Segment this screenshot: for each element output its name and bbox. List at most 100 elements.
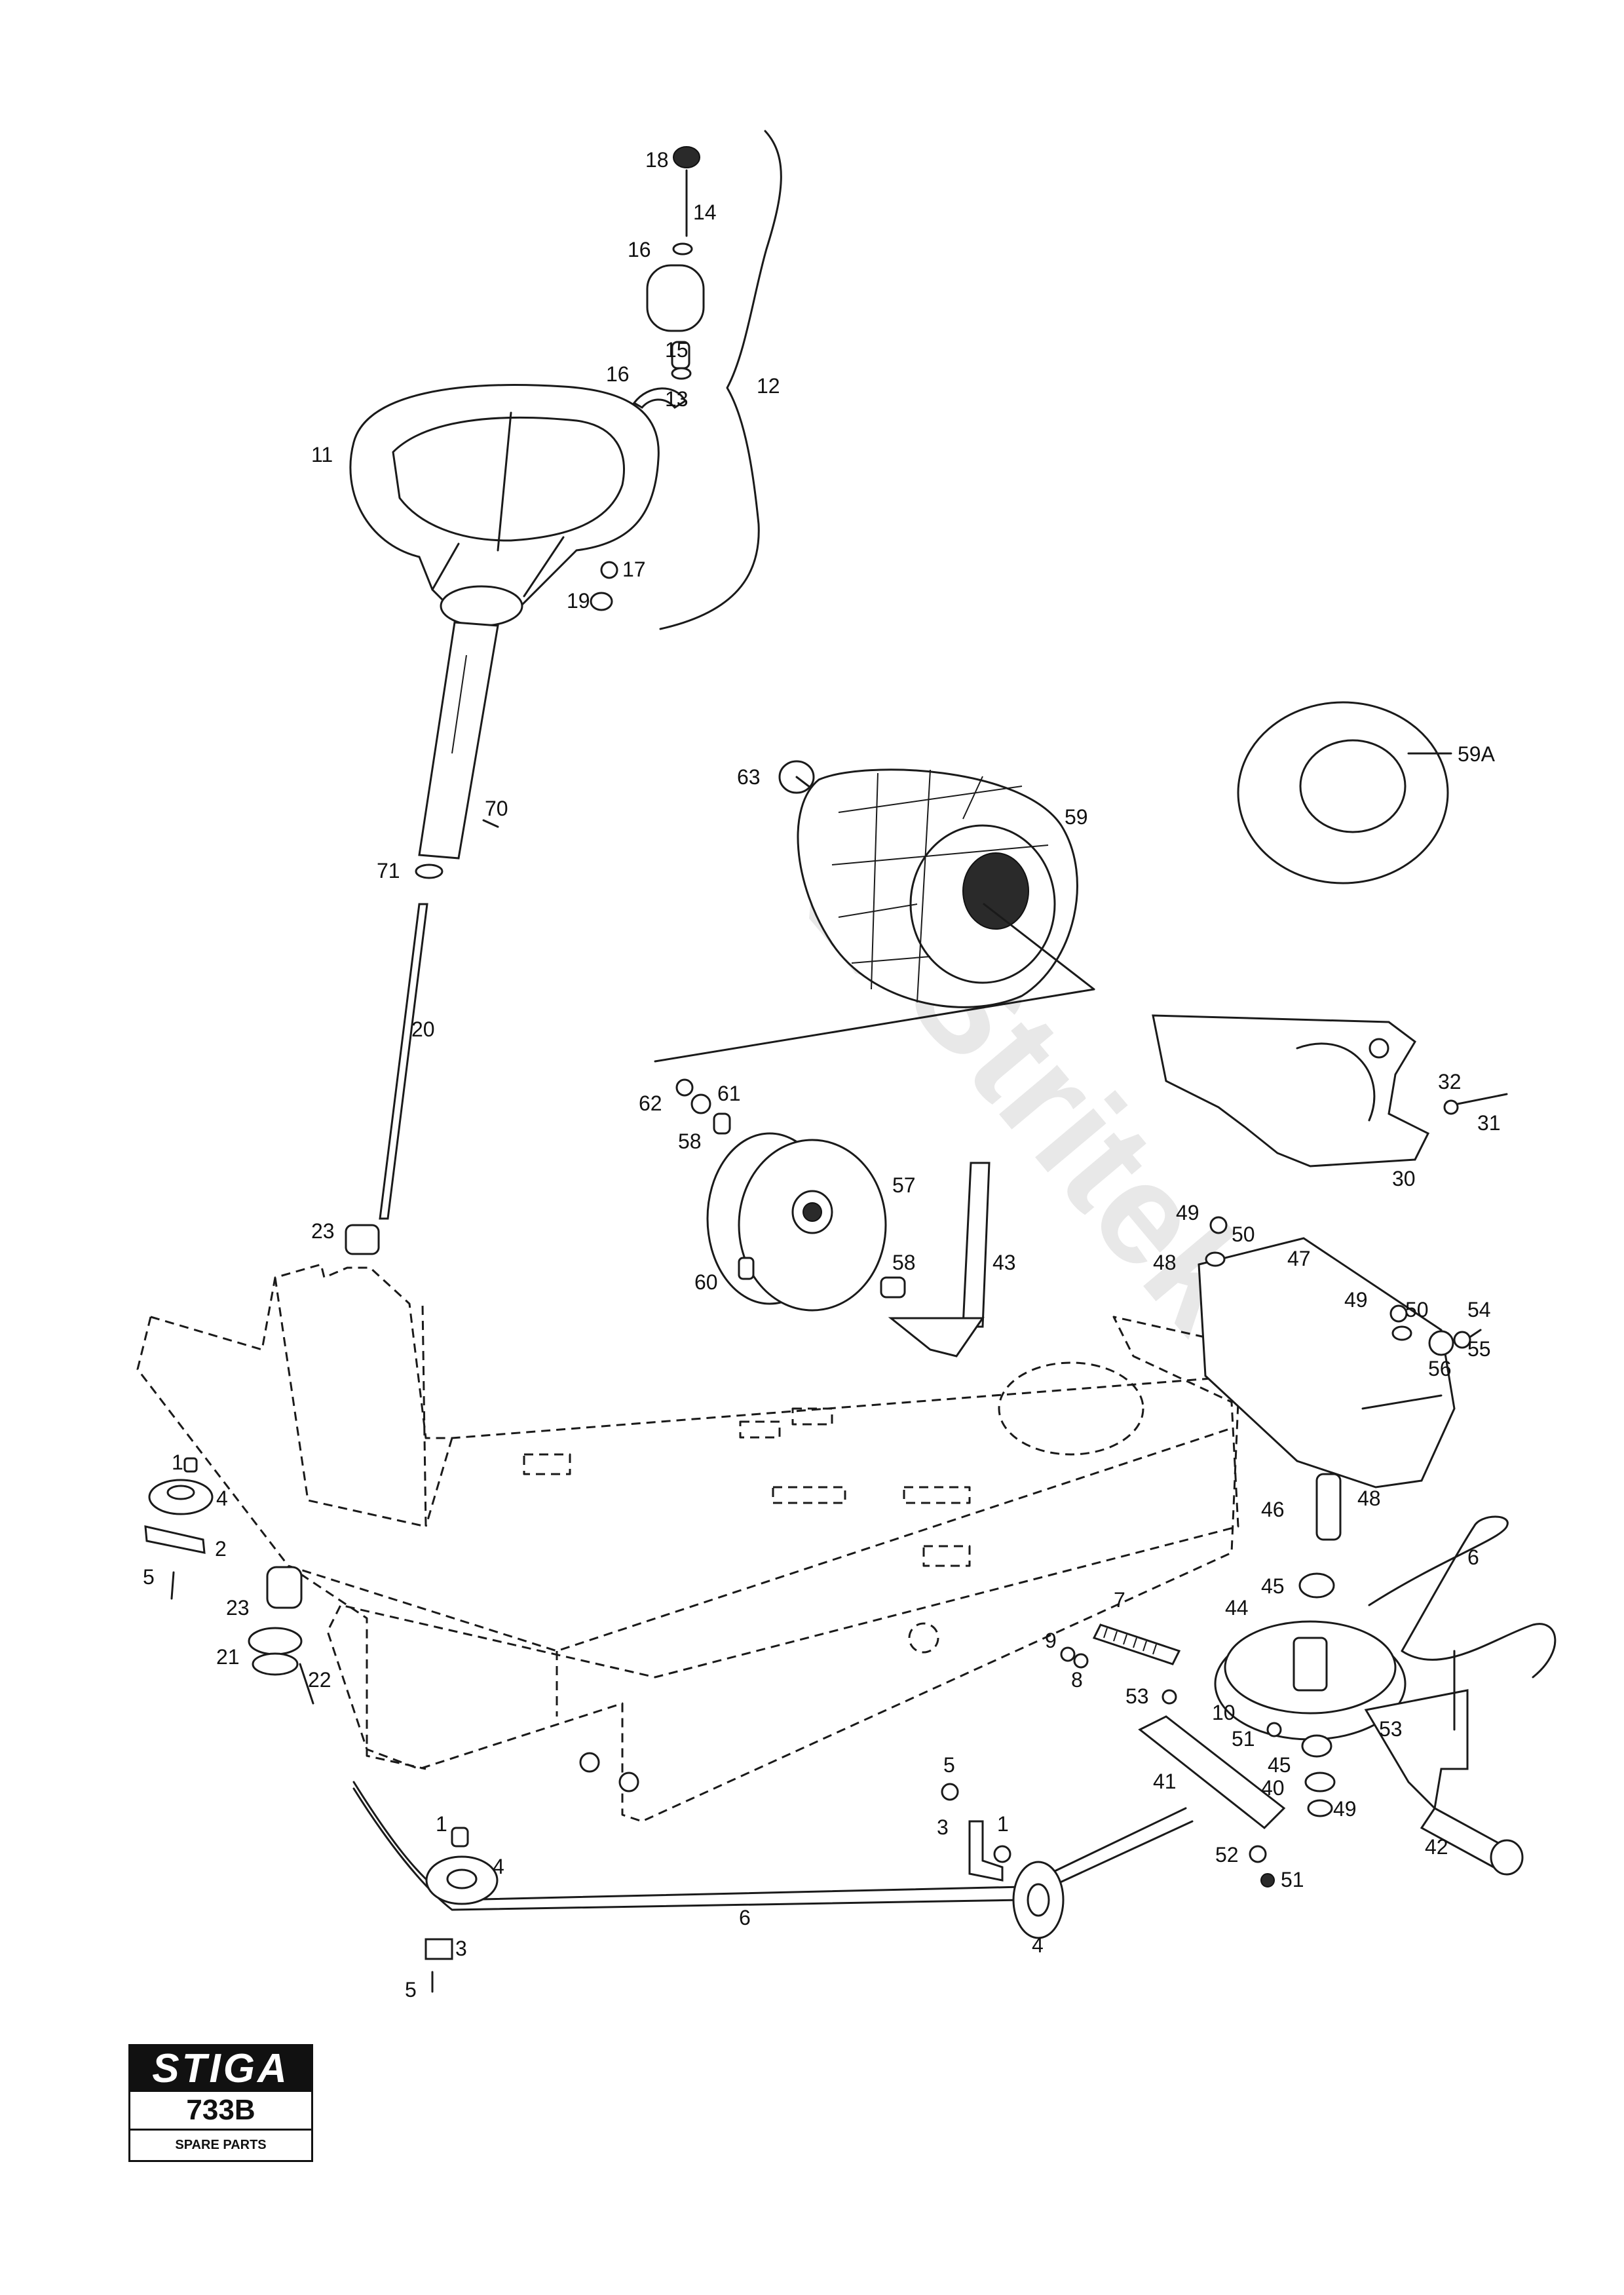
logo-model: 733B <box>130 2092 311 2131</box>
part-50b-washer <box>1391 1325 1412 1341</box>
callout-5c: 5 <box>405 1978 417 2001</box>
part-16-washer <box>672 242 693 256</box>
part-6-cable-end <box>1401 1623 1557 1679</box>
part-hub <box>646 264 705 332</box>
callout-19: 19 <box>567 589 590 613</box>
callout-2: 2 <box>215 1537 227 1561</box>
frame-side <box>288 1565 426 1770</box>
frame-slot-3 <box>772 1486 846 1504</box>
steering-column-tube <box>418 621 499 860</box>
callout-46: 46 <box>1261 1498 1285 1521</box>
pulley-b-center <box>446 1868 478 1889</box>
callout-labels: 18 14 16 15 16 13 12 11 17 19 63 59 59A … <box>143 148 1501 2001</box>
callout-41: 41 <box>1153 1770 1177 1793</box>
left-pulley-parts <box>144 1457 314 1705</box>
callout-22: 22 <box>308 1668 331 1692</box>
part-60-valve <box>738 1257 755 1280</box>
rear-wheel-parts <box>654 701 1452 1063</box>
callout-59: 59 <box>1065 805 1088 829</box>
part-43-bracket <box>888 1317 985 1357</box>
part-49-nut <box>1209 1216 1228 1234</box>
frame-inner <box>425 1437 558 1717</box>
callout-18: 18 <box>645 148 669 172</box>
part-1c-bolt <box>993 1845 1011 1863</box>
pulley-c-center <box>1027 1883 1050 1917</box>
callout-5b: 5 <box>943 1753 955 1777</box>
part-20-shaft <box>379 903 428 1220</box>
part-18-cap <box>673 146 700 168</box>
callout-62: 62 <box>639 1091 662 1115</box>
callout-3: 3 <box>937 1815 949 1839</box>
callout-61: 61 <box>717 1082 741 1105</box>
part-51-nut <box>1266 1722 1282 1737</box>
part-70-pin <box>482 819 499 828</box>
callout-45b: 45 <box>1268 1753 1291 1777</box>
callout-23: 23 <box>311 1219 335 1243</box>
part-49c-nut <box>1307 1799 1333 1817</box>
frame-slot-5 <box>922 1545 971 1567</box>
callout-49: 49 <box>1176 1201 1199 1224</box>
callout-54: 54 <box>1467 1298 1491 1321</box>
frame-slot-1 <box>739 1420 781 1439</box>
callout-50: 50 <box>1232 1223 1255 1246</box>
part-2-bracket <box>144 1525 206 1554</box>
pulley-center <box>166 1485 195 1500</box>
callout-23b: 23 <box>226 1596 250 1620</box>
callout-59A: 59A <box>1458 742 1496 766</box>
callout-4c: 4 <box>1032 1933 1044 1957</box>
part-45-bushing <box>1298 1572 1335 1599</box>
callout-17: 17 <box>622 558 646 581</box>
housing-47-fins <box>1361 1394 1443 1410</box>
part-3-bracket <box>425 1938 453 1960</box>
part-47-housing <box>1198 1237 1456 1489</box>
logo-brand: STIGA <box>130 2046 311 2092</box>
callout-51b: 51 <box>1281 1868 1304 1891</box>
callout-53: 53 <box>1125 1684 1149 1708</box>
callout-50b: 50 <box>1405 1298 1429 1321</box>
part-71-washer <box>415 863 444 879</box>
part-22-pin <box>299 1663 314 1705</box>
part-1-bolt <box>183 1457 198 1473</box>
callout-6b: 6 <box>739 1906 751 1929</box>
part-49b-nut <box>1389 1304 1408 1323</box>
part-1b-bolt <box>451 1827 469 1848</box>
tire-tread <box>831 769 1049 1003</box>
part-30-housing <box>1152 1014 1430 1167</box>
wheel-inner <box>392 416 625 542</box>
part-43-axle <box>962 1162 991 1328</box>
callout-71: 71 <box>377 859 400 882</box>
frame-column <box>274 1277 427 1528</box>
part-6-cable <box>1368 1515 1509 1652</box>
callout-43: 43 <box>992 1251 1016 1274</box>
tire-inner <box>962 852 1029 930</box>
part-11-steering-wheel <box>349 384 660 630</box>
callout-44: 44 <box>1225 1596 1249 1620</box>
part-5c-bolt <box>941 1783 959 1801</box>
frame-boss <box>908 1622 939 1654</box>
bracket-12 <box>659 130 782 630</box>
part-56-seal <box>1428 1330 1454 1356</box>
part-61-washer <box>690 1093 711 1114</box>
part-5-bolt <box>170 1571 175 1600</box>
rim-assembly <box>675 1078 991 1357</box>
callout-57: 57 <box>892 1173 916 1197</box>
callout-16b: 16 <box>606 362 630 386</box>
callout-40: 40 <box>1261 1776 1285 1800</box>
callout-60: 60 <box>694 1270 718 1294</box>
part-21-washer <box>248 1627 303 1656</box>
callout-51: 51 <box>1232 1727 1255 1751</box>
callout-53b: 53 <box>1379 1717 1403 1741</box>
callout-5: 5 <box>143 1565 155 1589</box>
transmission-housings <box>1152 1014 1508 1541</box>
callout-31: 31 <box>1477 1111 1501 1135</box>
steering-assembly <box>345 130 782 1255</box>
callout-10: 10 <box>1212 1701 1236 1724</box>
callout-13: 13 <box>665 387 689 411</box>
part-54-key <box>1469 1329 1482 1338</box>
callout-8: 8 <box>1071 1668 1083 1692</box>
part-16b-washer <box>671 367 692 380</box>
callout-9: 9 <box>1045 1629 1057 1652</box>
handle-grip <box>1490 1839 1524 1876</box>
callout-7: 7 <box>1114 1588 1125 1612</box>
leader-hub-tire <box>654 988 1095 1063</box>
